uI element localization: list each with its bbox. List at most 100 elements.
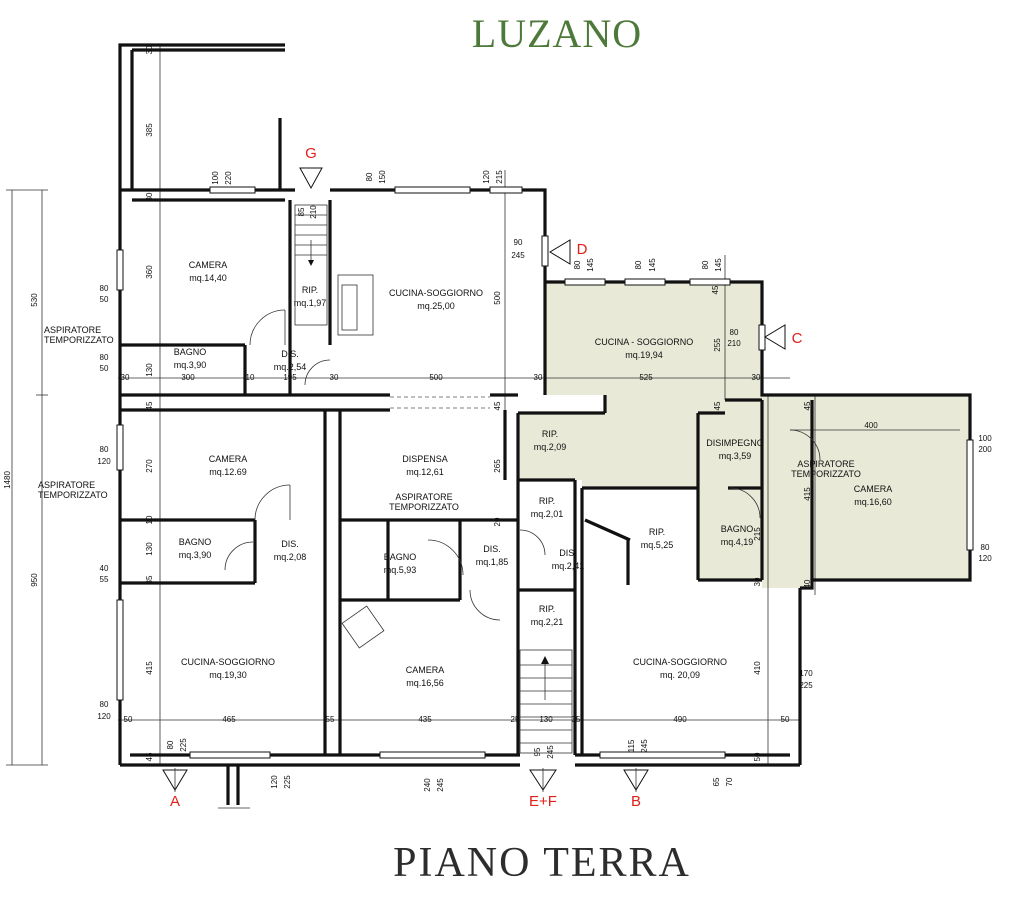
dimension-label: 10	[246, 373, 255, 382]
entrance-label: C	[792, 330, 803, 347]
dimension-label: 465	[222, 715, 236, 724]
dimension-label: 210	[727, 339, 741, 348]
dimension-label: 145	[648, 258, 657, 272]
room-dis-3: DIS. mq.1,85	[476, 544, 509, 567]
room-name: RIP.	[539, 496, 555, 506]
dimension-lines	[6, 45, 960, 766]
room-name: CUCINA-SOGGIORNO	[389, 288, 483, 298]
room-name: RIP.	[539, 604, 555, 614]
dimension-label: 45	[145, 752, 154, 761]
room-name: DISIMPEGNO	[706, 438, 764, 448]
dimension-label: 500	[493, 291, 502, 305]
dimension-label: 120	[978, 554, 992, 563]
room-area: mq.12,61	[406, 467, 444, 477]
entrance-label: A	[170, 793, 180, 810]
dimension-label: 55	[326, 715, 335, 724]
highlighted-apartment	[518, 282, 970, 588]
room-area: mq.3,90	[174, 360, 207, 370]
room-name: DIS.	[483, 544, 501, 554]
room-area: mq.19,30	[209, 670, 247, 680]
room-area: mq.1,85	[476, 557, 509, 567]
dimension-label: 435	[418, 715, 432, 724]
room-name: CAMERA	[189, 260, 228, 270]
dimension-label: 225	[799, 681, 813, 690]
room-area: mq.5,93	[384, 565, 417, 575]
dimension-label: 525	[639, 373, 653, 382]
dimension-label: 210	[309, 205, 318, 219]
dimension-label: 80	[573, 260, 582, 269]
room-name: BAGNO	[384, 552, 417, 562]
dimension-label: 150	[378, 170, 387, 184]
dimension-label: 45	[713, 401, 722, 410]
dimension-label: 80	[100, 353, 109, 362]
room-area: mq.2,41	[552, 561, 585, 571]
dimension-label: 145	[586, 258, 595, 272]
dimension-label: 80	[634, 260, 643, 269]
room-area: mq.2,09	[534, 442, 567, 452]
aspiratore-line2: TEMPORIZZATO	[791, 469, 861, 479]
room-area: mq.3,90	[179, 550, 212, 560]
dimension-label: 20	[493, 517, 502, 526]
dimension-label: 50	[124, 715, 133, 724]
room-name: CUCINA-SOGGIORNO	[181, 657, 275, 667]
aspiratori-layer: ASPIRATORETEMPORIZZATOASPIRATORETEMPORIZ…	[38, 325, 861, 512]
dimension-label: 220	[224, 171, 233, 185]
room-rip-5: RIP.mq.2,21	[531, 604, 564, 627]
dimension-label: 90	[514, 238, 523, 247]
dimension-label: 120	[97, 457, 111, 466]
dimension-label: 30	[330, 373, 339, 382]
room-name: DIS.	[281, 539, 299, 549]
dimension-label: 195	[283, 373, 297, 382]
aspiratore-line2: TEMPORIZZATO	[389, 502, 459, 512]
room-area: mq.12.69	[209, 467, 247, 477]
entrance-label: E+F	[529, 793, 557, 810]
dimension-label: 30	[145, 192, 154, 201]
room-area: mq.19,94	[625, 350, 663, 360]
room-rip-3: RIP.mq.2,01	[531, 496, 564, 519]
room-area: mq.4,19	[721, 537, 754, 547]
dimension-label: 80	[166, 740, 175, 749]
dimension-label: 40	[100, 564, 109, 573]
dimension-label: 130	[145, 542, 154, 556]
dimension-label: 215	[753, 527, 762, 541]
room-name: DIS.	[281, 349, 299, 359]
room-name: CUCINA - SOGGIORNO	[595, 337, 694, 347]
dimension-label: 245	[640, 739, 649, 753]
dimension-label: 45	[145, 401, 154, 410]
dimension-label: 10	[145, 515, 154, 524]
dimension-label: 50	[753, 752, 762, 761]
dimension-label: 30	[534, 373, 543, 382]
room-rip-2: RIP.mq.2,09	[534, 429, 567, 452]
dimension-label: 200	[978, 445, 992, 454]
dimension-label: 50	[781, 715, 790, 724]
room-bagno-3: BAGNO mq.5,93	[384, 552, 417, 575]
dimension-label: 415	[803, 487, 812, 501]
entrance-label: B	[631, 793, 641, 810]
dimension-label: 100	[211, 171, 220, 185]
room-area: mq.2,54	[274, 362, 307, 372]
dimension-label: 45	[711, 285, 720, 294]
entrance-markers	[162, 167, 786, 792]
room-dis-4: DIS.mq.2,41	[552, 548, 585, 571]
dimension-label: 50	[100, 295, 109, 304]
dimension-label: 45	[803, 401, 812, 410]
dimension-label: 385	[145, 123, 154, 137]
room-name: RIP.	[649, 527, 665, 537]
dimension-label: 80	[100, 284, 109, 293]
dimension-label: 265	[493, 459, 502, 473]
room-dis-2: DIS.mq.2,08	[274, 539, 307, 562]
aspiratore-line2: TEMPORIZZATO	[38, 490, 108, 500]
dimension-label: 45	[493, 401, 502, 410]
dimension-label: 65	[712, 777, 721, 786]
dimension-label: 400	[864, 421, 878, 430]
room-name: CUCINA-SOGGIORNO	[633, 657, 727, 667]
dimension-label: 85	[297, 207, 306, 216]
dimension-label: 225	[283, 775, 292, 789]
dimension-label: 30	[753, 577, 762, 586]
room-area: mq. 20,09	[660, 670, 700, 680]
